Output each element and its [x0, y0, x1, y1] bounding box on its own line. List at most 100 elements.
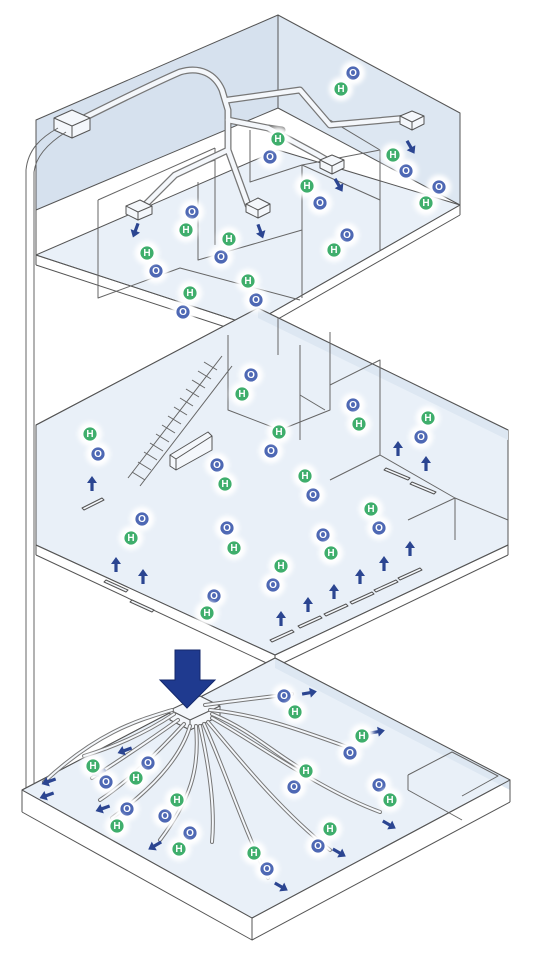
airflow-arrow-icon	[87, 476, 97, 491]
water-molecule: OH	[174, 200, 204, 242]
airflow-arrow-icon	[276, 611, 286, 626]
water-molecule: OH	[306, 817, 342, 858]
hydrogen-atom-label: H	[301, 471, 308, 482]
hydrogen-atom-label: H	[367, 504, 374, 515]
hydrogen-atom-label: H	[291, 707, 298, 718]
oxygen-atom-label: O	[94, 449, 102, 460]
wall-unit	[169, 431, 213, 471]
hydrogen-atom-label: H	[143, 248, 150, 259]
oxygen-atom-icon: O	[86, 442, 110, 466]
oxygen-atom-icon: O	[205, 453, 229, 477]
oxygen-atom-label: O	[102, 777, 110, 788]
hydrogen-atom-icon: H	[119, 526, 143, 550]
oxygen-atom-icon: O	[94, 770, 118, 794]
water-molecule: OH	[293, 464, 325, 507]
oxygen-atom-icon: O	[239, 363, 263, 387]
water-molecule: OH	[359, 497, 391, 540]
oxygen-atom-icon: O	[171, 300, 195, 324]
water-molecule: OH	[167, 821, 202, 861]
airflow-arrow-icon	[255, 223, 266, 239]
oxygen-atom-label: O	[375, 523, 383, 534]
hydrogen-atom-label: H	[89, 761, 96, 772]
water-molecule: OH	[153, 788, 189, 828]
hydrogen-atom-label: H	[186, 288, 193, 299]
water-molecule: OH	[135, 241, 168, 283]
airflow-arrow-icon	[379, 556, 389, 571]
oxygen-atom-label: O	[179, 307, 187, 318]
hydrogen-atom-label: H	[422, 198, 429, 209]
airflow-arrow-icon	[369, 726, 385, 737]
oxygen-atom-icon: O	[144, 259, 168, 283]
oxygen-atom-label: O	[213, 460, 221, 471]
oxygen-atom-label: O	[223, 523, 231, 534]
water-molecule: OH	[209, 227, 241, 269]
downward-airflow-arrow-icon	[158, 649, 217, 709]
hydrogen-atom-icon: H	[213, 472, 237, 496]
airflow-arrow-icon	[148, 840, 162, 851]
oxygen-atom-icon: O	[409, 425, 433, 449]
diffuser-unit	[125, 199, 153, 221]
oxygen-atom-label: O	[349, 400, 357, 411]
upper-floor	[25, 14, 461, 790]
hydrogen-atom-icon: H	[295, 174, 319, 198]
airflow-arrow-icon	[95, 803, 111, 814]
floor-vent	[383, 467, 411, 481]
floor-vent	[409, 481, 437, 495]
floor-vent	[323, 603, 349, 617]
hydrogen-atom-icon: H	[350, 724, 374, 748]
oxygen-atom-icon: O	[130, 507, 154, 531]
hydrogen-atom-icon: H	[318, 817, 342, 841]
hydrogen-atom-icon: H	[124, 766, 148, 790]
oxygen-atom-label: O	[217, 252, 225, 263]
hydrogen-atom-label: H	[330, 245, 337, 256]
hydrogen-atom-label: H	[326, 824, 333, 835]
floor-vent	[349, 591, 375, 605]
water-molecule: OH	[341, 393, 371, 436]
oxygen-atom-label: O	[346, 748, 354, 759]
oxygen-atom-icon: O	[258, 145, 282, 169]
hydrogen-atom-icon: H	[174, 218, 198, 242]
water-molecule: OH	[311, 523, 343, 565]
hydrogen-atom-icon: H	[266, 127, 290, 151]
oxygen-atom-icon: O	[301, 483, 325, 507]
hydrogen-atom-label: H	[355, 419, 362, 430]
airflow-arrow-icon	[303, 597, 313, 612]
water-molecule: OH	[78, 422, 110, 466]
hydrogen-atom-icon: H	[329, 77, 353, 101]
oxygen-atom-label: O	[152, 266, 160, 277]
oxygen-atom-label: O	[269, 580, 277, 591]
oxygen-atom-label: O	[402, 166, 410, 177]
hydrogen-atom-icon: H	[414, 191, 438, 215]
water-molecule: OH	[409, 406, 440, 449]
oxygen-atom-label: O	[375, 780, 383, 791]
oxygen-atom-label: O	[252, 295, 260, 306]
hydrogen-atom-label: H	[173, 795, 180, 806]
oxygen-atom-icon: O	[259, 439, 283, 463]
hydrogen-atom-icon: H	[242, 841, 266, 865]
hydrogen-atom-icon: H	[269, 554, 293, 578]
airflow-arrow-icon	[138, 569, 148, 584]
hydrogen-atom-icon: H	[283, 700, 307, 724]
hydrogen-atom-icon: H	[267, 420, 291, 444]
floor-vent	[397, 567, 423, 581]
oxygen-atom-icon: O	[341, 393, 365, 417]
hydrogen-atom-label: H	[327, 548, 334, 559]
floor-vent	[129, 599, 155, 613]
hydrogen-atom-label: H	[244, 276, 251, 287]
oxygen-atom-icon: O	[244, 288, 268, 312]
hydrogen-atom-label: H	[230, 543, 237, 554]
airflow-arrow-icon	[405, 541, 415, 556]
hydrogen-atom-icon: H	[165, 788, 189, 812]
hydrogen-atom-icon: H	[322, 238, 346, 262]
diffuser-unit	[319, 154, 345, 175]
hydrogen-atom-label: H	[175, 844, 182, 855]
oxygen-atom-icon: O	[255, 857, 279, 881]
water-molecule: OH	[381, 143, 418, 183]
hydrogen-atom-label: H	[203, 608, 210, 619]
hydrogen-atom-label: H	[303, 181, 310, 192]
hydrogen-atom-label: H	[358, 731, 365, 742]
airflow-arrow-icon	[382, 819, 396, 830]
water-molecule: OH	[124, 751, 160, 790]
airflow-arrow-icon	[333, 178, 344, 192]
water-molecule: OH	[259, 420, 291, 463]
